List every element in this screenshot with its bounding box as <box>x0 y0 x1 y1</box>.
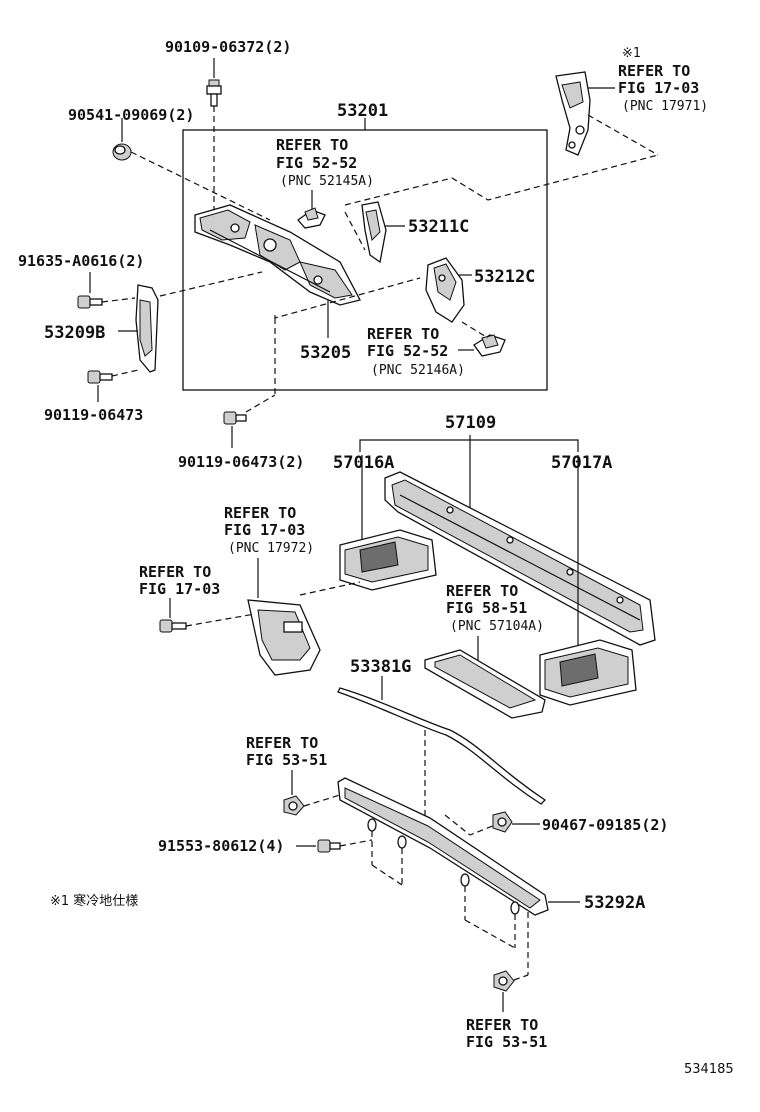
bracket-52145a <box>297 207 326 229</box>
label-91635-a0616: 91635-A0616(2) <box>18 252 144 270</box>
bracket-52146a <box>473 334 506 357</box>
ref3-line2: FIG 17-03 <box>618 79 699 97</box>
ref8-line1: REFER TO <box>466 1016 538 1034</box>
ref5-line2: FIG 17-03 <box>139 580 220 598</box>
cover-53292a <box>337 777 549 916</box>
label-53201: 53201 <box>337 101 388 121</box>
bolt-91635-icon <box>77 295 103 309</box>
ref3-line1: REFER TO <box>618 62 690 80</box>
label-90119-06473-2: 90119-06473(2) <box>178 453 304 471</box>
seal-53381g <box>337 687 547 805</box>
label-53205: 53205 <box>300 343 351 363</box>
ref4-line2: FIG 17-03 <box>224 521 305 539</box>
bracket-53209b <box>135 284 159 373</box>
ref6-pnc: (PNC 57104A) <box>450 619 544 634</box>
nut-90541-icon <box>112 143 132 161</box>
label-57109: 57109 <box>445 413 496 433</box>
ref2-pnc: (PNC 52146A) <box>371 363 465 378</box>
bracket-53212c <box>425 257 465 323</box>
crossmember-57109 <box>384 471 656 646</box>
label-53292a: 53292A <box>584 893 645 913</box>
ref2-line1: REFER TO <box>367 325 439 343</box>
block-57016a <box>339 529 437 591</box>
block-57017a <box>539 639 637 706</box>
label-53212c: 53212C <box>474 267 535 287</box>
ref4-line1: REFER TO <box>224 504 296 522</box>
label-53209b: 53209B <box>44 323 105 343</box>
panel-57104a <box>424 649 546 719</box>
clip-90467-icon <box>492 811 513 833</box>
ref4-pnc: (PNC 17972) <box>228 541 314 556</box>
ref7-line2: FIG 53-51 <box>246 751 327 769</box>
ref7-line1: REFER TO <box>246 734 318 752</box>
diagram-number: 534185 <box>684 1062 734 1077</box>
bolt-90119-left-icon <box>87 370 113 384</box>
ref8-line2: FIG 53-51 <box>466 1033 547 1051</box>
ref2-line2: FIG 52-52 <box>367 342 448 360</box>
label-57016a: 57016A <box>333 453 394 473</box>
ref1-line2: FIG 52-52 <box>276 154 357 172</box>
ref1-line1: REFER TO <box>276 136 348 154</box>
ref1-pnc: (PNC 52145A) <box>280 174 374 189</box>
radiator-support-53205 <box>194 204 361 306</box>
bolt-90109-icon <box>206 79 222 107</box>
footnote: ※1 寒冷地仕様 <box>50 893 138 909</box>
ref5-line1: REFER TO <box>139 563 211 581</box>
bracket-17971 <box>555 71 591 156</box>
label-90541-09069: 90541-09069(2) <box>68 106 194 124</box>
bracket-17972 <box>247 599 321 676</box>
label-90109-06372: 90109-06372(2) <box>165 38 291 56</box>
ref6-line2: FIG 58-51 <box>446 599 527 617</box>
clip-bottom-icon <box>493 970 515 992</box>
label-91553-80612: 91553-80612(4) <box>158 837 284 855</box>
clip-top-icon <box>283 795 305 816</box>
ref3-mark: ※1 <box>622 46 641 61</box>
label-57017a: 57017A <box>551 453 612 473</box>
label-53381g: 53381G <box>350 657 411 677</box>
label-90119-06473: 90119-06473 <box>44 406 143 424</box>
bracket-53211c <box>361 201 387 264</box>
label-53211c: 53211C <box>408 217 469 237</box>
bolt-90119-bottom-icon <box>223 411 247 425</box>
ref3-pnc: (PNC 17971) <box>622 99 708 114</box>
label-90467-09185: 90467-09185(2) <box>542 816 668 834</box>
screw-icon <box>159 619 187 633</box>
bolt-91553-icon <box>317 839 341 853</box>
ref6-line1: REFER TO <box>446 582 518 600</box>
